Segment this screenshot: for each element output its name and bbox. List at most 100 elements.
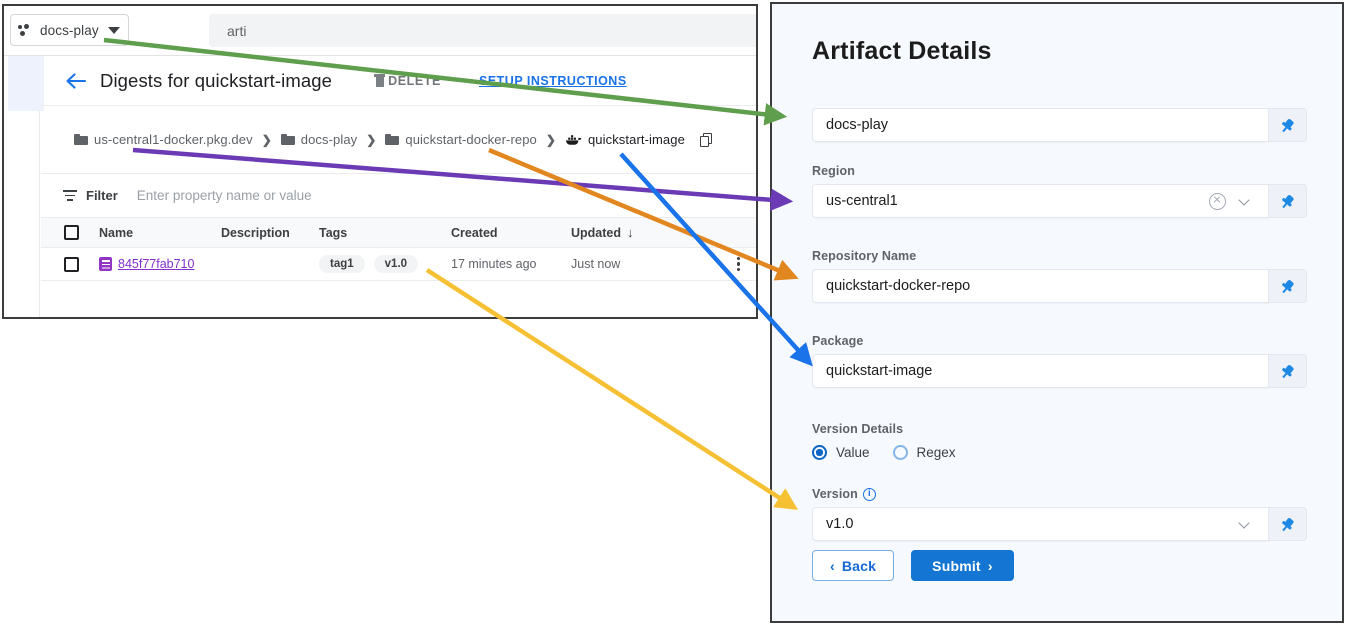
cloud-console-window: docs-play arti Digests for quickstart-im… <box>2 4 758 319</box>
breadcrumb-label: docs-play <box>300 132 358 147</box>
panel-title: Artifact Details <box>812 37 992 65</box>
breadcrumb-label: quickstart-image <box>587 132 685 147</box>
version-pin-button[interactable] <box>1269 507 1307 541</box>
folder-icon <box>280 134 295 145</box>
repository-input[interactable]: quickstart-docker-repo <box>812 269 1269 303</box>
region-input-value: us-central1 <box>826 193 898 209</box>
form-buttons: ‹ Back Submit › <box>812 550 1014 581</box>
package-input-value: quickstart-image <box>826 363 933 379</box>
nav-rail-highlight <box>8 56 44 111</box>
submit-chevron-icon: › <box>987 557 993 574</box>
filter-bar: Filter Enter property name or value <box>41 174 756 218</box>
field-version-details: Version Details Value Regex <box>812 422 1307 460</box>
tag-chip[interactable]: v1.0 <box>373 255 419 273</box>
filter-input[interactable]: Enter property name or value <box>136 188 312 203</box>
page-title: Digests for quickstart-image <box>100 69 333 91</box>
column-header-updated[interactable]: Updated ↓ <box>571 225 691 240</box>
column-header-updated-label: Updated <box>571 225 621 240</box>
cell-updated: Just now <box>571 257 621 271</box>
info-icon[interactable]: i <box>862 487 876 501</box>
back-button-label: Back <box>841 557 877 574</box>
project-selector[interactable]: docs-play <box>10 14 129 46</box>
submit-button-label: Submit <box>932 557 981 574</box>
region-label: Region <box>812 164 855 178</box>
artifact-details-panel: Artifact Details docs-play Region us-cen… <box>770 2 1344 623</box>
version-input-value: v1.0 <box>826 516 854 532</box>
breadcrumb-label: quickstart-docker-repo <box>405 132 537 147</box>
repository-input-value: quickstart-docker-repo <box>826 278 971 294</box>
console-topbar: docs-play arti <box>4 6 756 56</box>
kebab-menu-icon[interactable] <box>736 256 740 272</box>
breadcrumb-item-3[interactable]: quickstart-image <box>565 132 685 147</box>
search-input-value: arti <box>227 22 247 39</box>
column-header-tags[interactable]: Tags <box>319 225 348 240</box>
breadcrumb-item-2[interactable]: quickstart-docker-repo <box>385 132 537 147</box>
breadcrumb-label: us-central1-docker.pkg.dev <box>94 132 253 147</box>
package-label: Package <box>812 334 864 348</box>
docker-whale-icon <box>565 134 582 146</box>
digests-table: Name Description Tags Created Updated ↓ … <box>41 218 756 317</box>
radio-value[interactable] <box>812 445 827 460</box>
radio-regex-label: Regex <box>916 445 956 460</box>
region-pin-button[interactable] <box>1269 184 1307 218</box>
breadcrumb-item-0[interactable]: us-central1-docker.pkg.dev <box>74 132 253 147</box>
package-input[interactable]: quickstart-image <box>812 354 1269 388</box>
page-header: Digests for quickstart-image DELETE SETU… <box>41 56 756 106</box>
clear-circle-icon[interactable] <box>1209 192 1226 210</box>
field-project: docs-play <box>812 102 1307 142</box>
search-input[interactable]: arti <box>209 14 756 47</box>
table-row[interactable]: 845f77fab710 tag1 v1.0 17 minutes ago Ju… <box>41 248 756 281</box>
copy-icon[interactable] <box>699 132 713 147</box>
folder-icon <box>385 134 400 145</box>
chevron-down-icon[interactable] <box>1240 196 1250 206</box>
pin-icon <box>1277 360 1298 381</box>
breadcrumb-item-1[interactable]: docs-play <box>280 132 358 147</box>
column-header-description[interactable]: Description <box>221 225 290 240</box>
version-details-label: Version Details <box>812 422 904 436</box>
cell-tags: tag1 v1.0 <box>319 255 451 273</box>
table-footer <box>41 281 756 317</box>
cloud-project-dots-icon <box>18 23 33 37</box>
breadcrumb: us-central1-docker.pkg.dev ❯ docs-play ❯… <box>41 106 756 174</box>
back-chevron-icon: ‹ <box>830 557 835 574</box>
package-pin-button[interactable] <box>1269 354 1307 388</box>
breadcrumb-separator-icon: ❯ <box>366 132 377 147</box>
back-button[interactable]: ‹ Back <box>812 550 895 581</box>
field-repository: Repository Name quickstart-docker-repo <box>812 249 1307 303</box>
trash-icon <box>374 74 386 87</box>
select-all-checkbox[interactable] <box>64 225 79 240</box>
submit-button[interactable]: Submit › <box>911 550 1014 581</box>
pin-icon <box>1277 275 1298 296</box>
field-package: Package quickstart-image <box>812 334 1307 388</box>
pin-icon <box>1277 114 1298 135</box>
chevron-down-icon <box>107 26 120 34</box>
delete-button[interactable]: DELETE <box>374 74 441 88</box>
field-version: Version i v1.0 <box>812 487 1307 541</box>
delete-button-label: DELETE <box>388 73 441 88</box>
version-label-wrap: Version i <box>812 487 1307 501</box>
setup-instructions-link[interactable]: SETUP INSTRUCTIONS <box>479 73 627 88</box>
radio-regex[interactable] <box>892 445 908 460</box>
project-selector-label: docs-play <box>40 22 99 38</box>
folder-icon <box>74 134 88 145</box>
project-pin-button[interactable] <box>1269 108 1307 142</box>
field-region: Region us-central1 <box>812 164 1307 218</box>
version-label: Version <box>812 487 858 501</box>
tag-chip[interactable]: tag1 <box>319 255 365 273</box>
column-header-created[interactable]: Created <box>451 225 498 240</box>
repository-label: Repository Name <box>812 249 917 263</box>
radio-value-label: Value <box>836 445 870 460</box>
repository-pin-button[interactable] <box>1269 269 1307 303</box>
chevron-down-icon[interactable] <box>1240 519 1250 529</box>
version-input[interactable]: v1.0 <box>812 507 1269 541</box>
breadcrumb-separator-icon: ❯ <box>261 132 272 147</box>
breadcrumb-separator-icon: ❯ <box>545 132 556 147</box>
region-input[interactable]: us-central1 <box>812 184 1269 218</box>
back-arrow-icon[interactable] <box>63 68 89 94</box>
column-header-name[interactable]: Name <box>99 225 134 240</box>
digest-link[interactable]: 845f77fab710 <box>118 257 195 271</box>
row-checkbox[interactable] <box>64 256 79 272</box>
project-input[interactable]: docs-play <box>812 108 1269 142</box>
table-header-row: Name Description Tags Created Updated ↓ <box>41 218 756 248</box>
filter-label: Filter <box>86 188 118 203</box>
